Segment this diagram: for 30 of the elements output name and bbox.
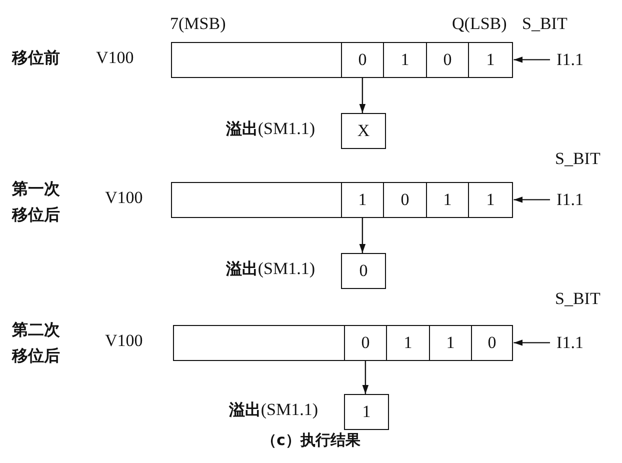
row-title: 移位前 (12, 48, 60, 68)
overflow-label: 溢出(SM1.1) (226, 119, 315, 140)
arrow (514, 196, 550, 203)
input-signal-label: I1.1 (550, 48, 590, 72)
register-label: V100 (96, 48, 134, 68)
register-bar (171, 42, 513, 78)
overflow-bit-box: X (341, 113, 386, 149)
arrow (359, 78, 366, 113)
bit-index-label: Q(LSB) (452, 14, 507, 34)
signal-label: S_BIT (555, 149, 600, 170)
row-title: 第一次移位后 (12, 178, 61, 226)
register-bar (171, 182, 513, 218)
input-signal-label: I1.1 (550, 188, 590, 212)
signal-label: S_BIT (555, 289, 600, 310)
arrow (514, 56, 550, 63)
arrow (514, 340, 550, 346)
overflow-label: 溢出(SM1.1) (228, 400, 318, 420)
overflow-bit-box: 1 (344, 394, 389, 430)
input-signal-label: I1.1 (550, 331, 590, 355)
arrow (362, 360, 369, 394)
signal-label: S_BIT (522, 14, 568, 34)
arrow (359, 218, 366, 253)
bit-index-label: 7(MSB) (170, 14, 226, 34)
register-label: V100 (105, 188, 143, 208)
register-bar (173, 325, 513, 361)
caption: （c）执行结果 (260, 431, 362, 449)
overflow-bit-box: 0 (341, 253, 386, 289)
register-label: V100 (105, 331, 143, 352)
row-title: 第二次移位后 (12, 319, 61, 367)
overflow-label: 溢出(SM1.1) (226, 259, 315, 280)
